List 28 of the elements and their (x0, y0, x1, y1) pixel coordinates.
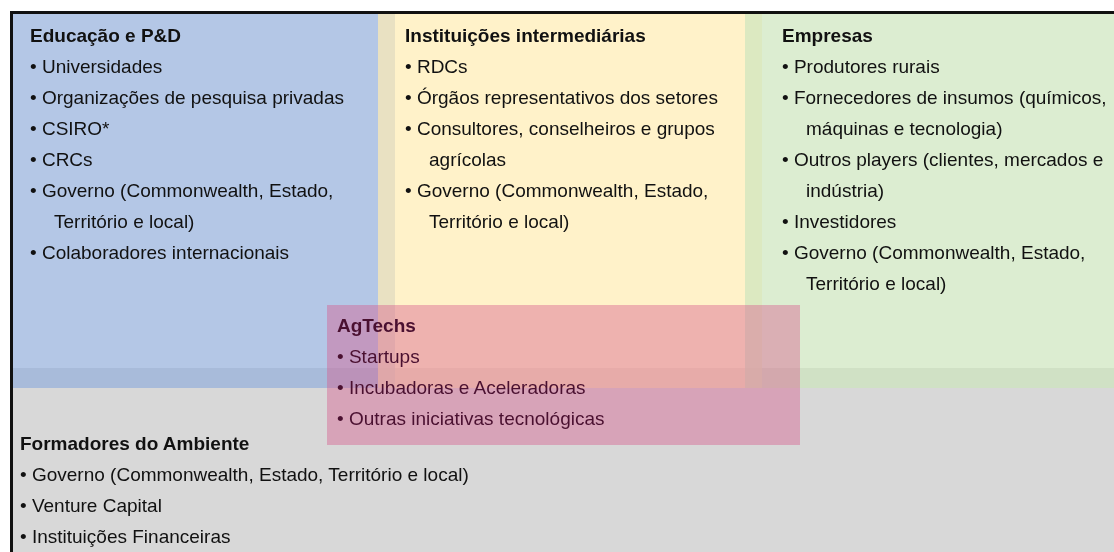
list-item: • Incubadoras e Aceleradoras (337, 376, 587, 400)
list-item: • RDCs (405, 55, 469, 79)
list-item: • Governo (Commonwealth, Estado, Território e local) (405, 179, 710, 234)
list-item: • Organizações de pesquisa privadas (30, 86, 345, 110)
list-item: • Outras iniciativas tecnológicas (337, 407, 606, 431)
panel-heading: Educação e P&D (30, 24, 182, 48)
list-item: • Outros players (clientes, mercados e indústria) (782, 148, 1105, 203)
list-item: • CSIRO* (30, 117, 111, 141)
list-item: • Produtores rurais (782, 55, 941, 79)
list-item: • Universidades (30, 55, 164, 79)
list-item: • Investidores (782, 210, 898, 234)
panel-heading: Formadores do Ambiente (20, 432, 251, 456)
panel-heading: Empresas (782, 24, 874, 48)
panel-heading: Instituições intermediárias (405, 24, 647, 48)
list-item: • Governo (Commonwealth, Estado, Território e local) (20, 463, 470, 487)
list-item: • Startups (337, 345, 421, 369)
list-item: • Venture Capital (20, 494, 163, 518)
list-item: • Fornecedores de insumos (químicos, máquinas e tecnologia) (782, 86, 1107, 141)
panel-heading: AgTechs (337, 314, 417, 338)
list-item: • Instituições Financeiras (20, 525, 232, 549)
list-item: • CRCs (30, 148, 94, 172)
list-item: • Governo (Commonwealth, Estado, Território e local) (782, 241, 1087, 296)
group-panel (327, 305, 800, 445)
list-item: • Colaboradores internacionais (30, 241, 291, 265)
list-item: • Consultores, conselheiros e grupos agrícolas (405, 117, 716, 172)
list-item: • Órgãos representativos dos setores (405, 86, 719, 110)
group-panel (745, 14, 1114, 388)
list-item: • Governo (Commonwealth, Estado, Território e local) (30, 179, 335, 234)
